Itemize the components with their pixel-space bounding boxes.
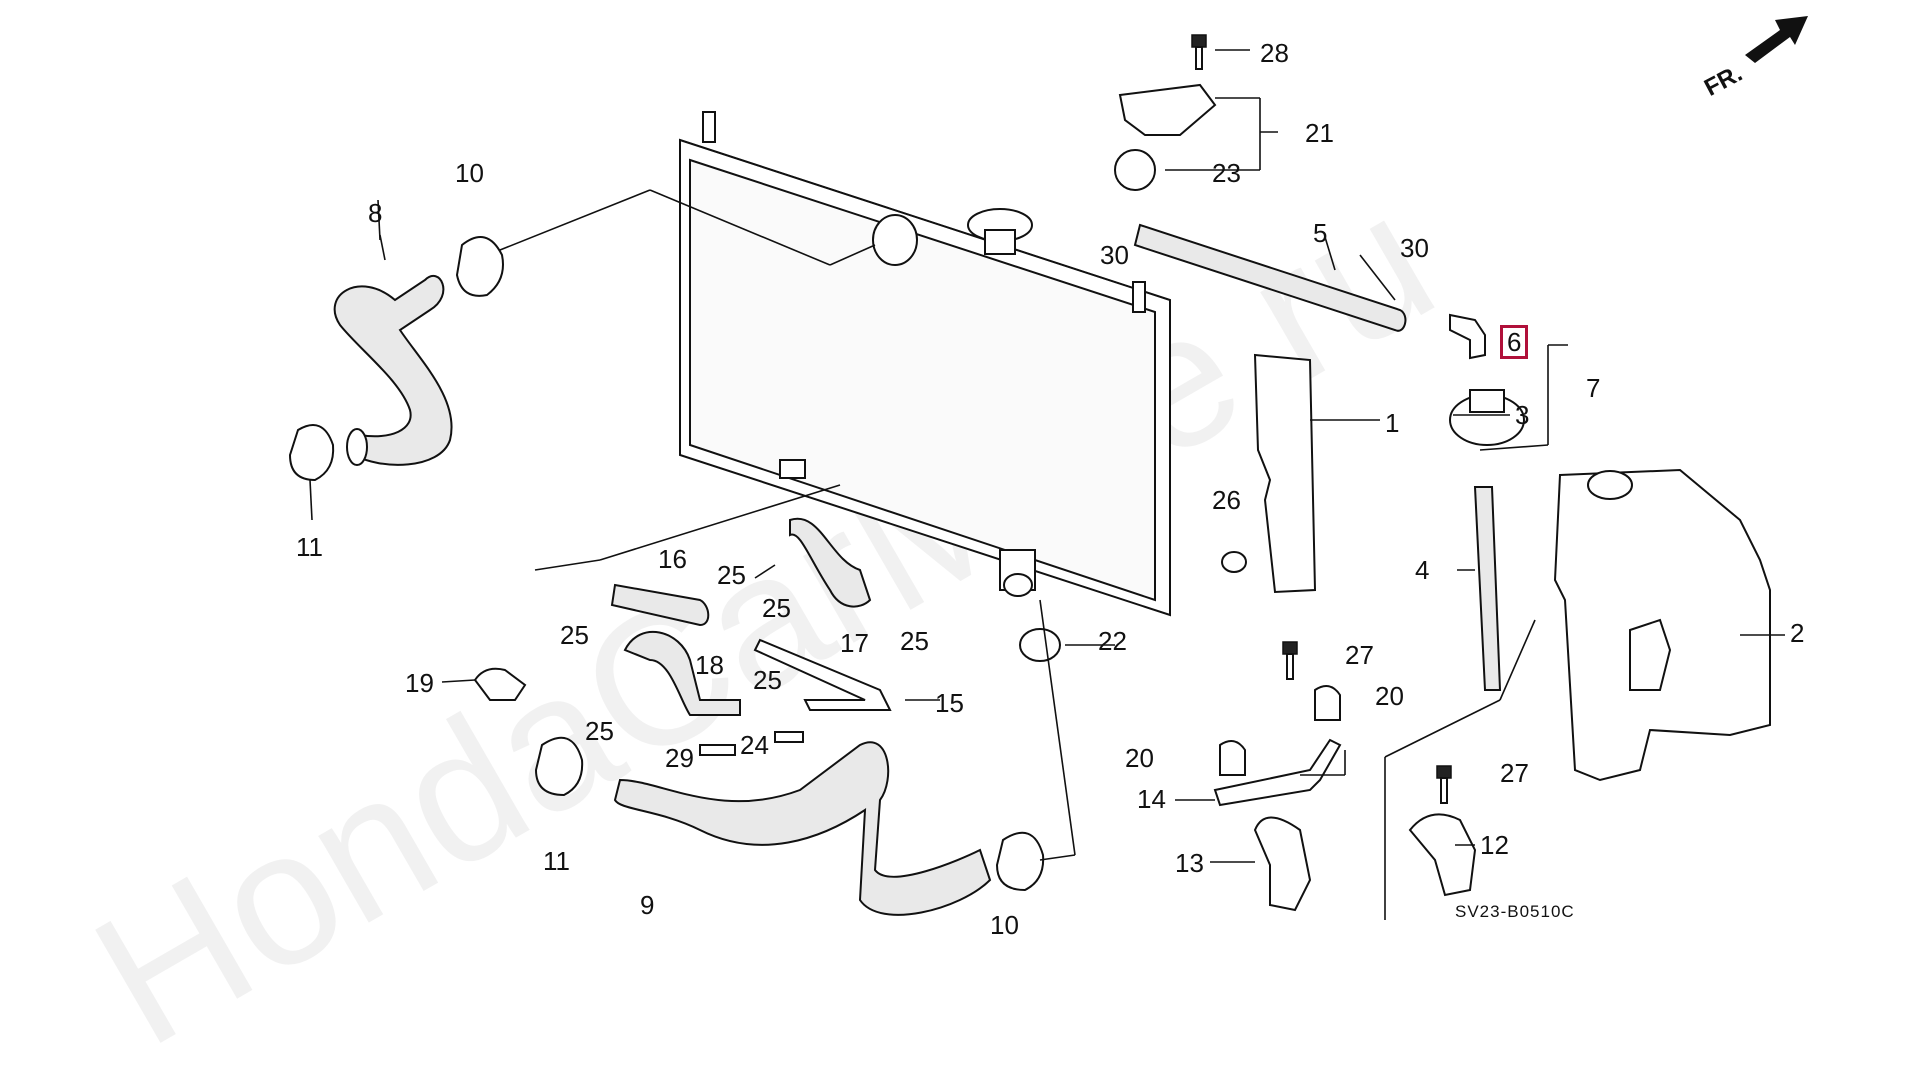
callout-22[interactable]: 22 [1098,626,1127,656]
callout-19[interactable]: 19 [405,668,434,698]
hose-17 [789,517,872,608]
callout-1[interactable]: 1 [1385,408,1400,438]
leader-lines [309,49,1785,920]
connector-6 [1449,313,1486,360]
callout-27-lower[interactable]: 27 [1500,758,1529,788]
callout-20-lower[interactable]: 20 [1125,743,1154,773]
clip-20-lower [1219,740,1246,776]
mount-23 [1114,149,1156,191]
callout-21[interactable]: 21 [1305,118,1334,148]
callout-29[interactable]: 29 [665,743,694,773]
callout-13[interactable]: 13 [1175,848,1204,878]
parts-diagram: HondaCarMine.ru [62,16,1808,1086]
callout-25-a[interactable]: 25 [560,620,589,650]
callout-11-lower[interactable]: 11 [543,846,570,876]
lower-hose [613,741,992,916]
diagram-drawing [288,16,1808,920]
callout-25-b[interactable]: 25 [717,560,746,590]
clip-20-upper [1314,685,1341,721]
clip-19 [473,667,527,701]
cushion-22 [1019,628,1061,662]
overflow-tube [1473,486,1502,691]
holder-12 [1408,813,1477,897]
bracket-14 [1213,738,1342,807]
holder-13 [1253,816,1312,912]
callout-8[interactable]: 8 [368,198,383,228]
callout-25-f[interactable]: 25 [585,716,614,746]
callout-11-upper[interactable]: 11 [296,532,323,562]
callout-2[interactable]: 2 [1790,618,1805,648]
callout-4[interactable]: 4 [1415,555,1430,585]
clamp-10-upper [455,236,504,297]
hose-18 [623,631,741,716]
diagram-code: SV23-B0510C [1455,902,1575,921]
upper-hose [333,274,453,466]
callout-28[interactable]: 28 [1260,38,1289,68]
air-guide [1253,353,1317,594]
callout-25-e[interactable]: 25 [753,665,782,695]
hose-16 [610,583,710,627]
siphon-hose [1133,223,1407,332]
callout-25-c[interactable]: 25 [762,593,791,623]
callout-26[interactable]: 26 [1212,485,1241,515]
callout-30-left[interactable]: 30 [1100,240,1129,270]
callout-16[interactable]: 16 [658,544,687,574]
callout-24[interactable]: 24 [740,730,769,760]
clamp-11-lower [534,736,584,797]
clip-26 [1221,551,1247,573]
callout-10-upper[interactable]: 10 [455,158,484,188]
bracket-21 [1118,83,1217,136]
callout-14[interactable]: 14 [1137,784,1166,814]
radiator [679,111,1171,617]
callout-20-upper[interactable]: 20 [1375,681,1404,711]
callout-25-d[interactable]: 25 [900,626,929,656]
pipe-15 [753,638,892,711]
callout-27-upper[interactable]: 27 [1345,640,1374,670]
callout-3[interactable]: 3 [1515,400,1530,430]
clamp-11-upper [288,424,335,482]
bolt-29 [699,744,736,756]
callout-15[interactable]: 15 [935,688,964,718]
callout-5[interactable]: 5 [1313,218,1328,248]
callout-17[interactable]: 17 [840,628,869,658]
callout-30-right[interactable]: 30 [1400,233,1429,263]
callout-7[interactable]: 7 [1586,373,1601,403]
callout-6[interactable]: 6 [1500,325,1529,359]
callout-12[interactable]: 12 [1480,830,1509,860]
bolt-28 [1191,34,1207,48]
callout-10-lower[interactable]: 10 [990,910,1019,940]
front-arrow [1745,16,1808,63]
callout-23[interactable]: 23 [1212,158,1241,188]
bolt-24 [774,731,804,743]
callout-18[interactable]: 18 [695,650,724,680]
clamp-10-lower [995,831,1045,892]
callout-9[interactable]: 9 [640,890,655,920]
